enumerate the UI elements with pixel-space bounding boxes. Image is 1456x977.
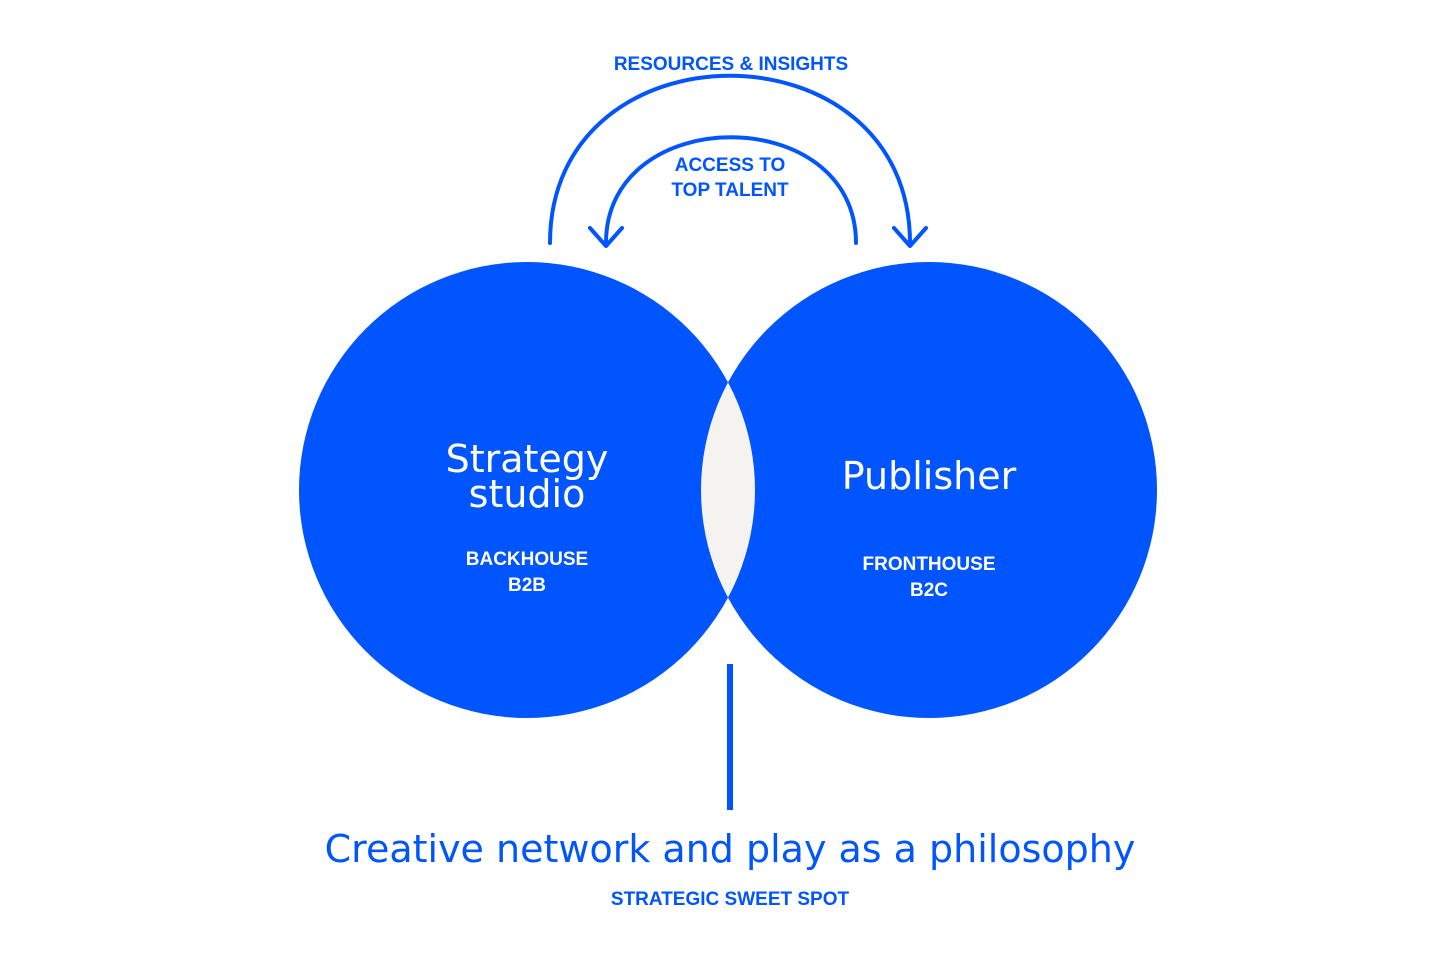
resources-arrowhead-icon bbox=[892, 226, 928, 248]
top-talent-label: TOP TALENT bbox=[671, 180, 789, 201]
strategy-title-line2: studio bbox=[469, 472, 586, 516]
strategy-studio-circle bbox=[299, 262, 755, 718]
fronthouse-label: FRONTHOUSE bbox=[863, 554, 996, 575]
strategy-title-line1: Strategy bbox=[446, 437, 609, 481]
b2b-label: B2B bbox=[508, 575, 546, 596]
talent-arrowhead-icon bbox=[588, 226, 624, 248]
sweet-spot-caption: STRATEGIC SWEET SPOT bbox=[611, 889, 850, 910]
talent-arrow-arc bbox=[604, 135, 858, 245]
resources-insights-label: RESOURCES & INSIGHTS bbox=[614, 54, 848, 75]
access-to-label: ACCESS TO bbox=[675, 155, 786, 176]
backhouse-label: BACKHOUSE bbox=[466, 549, 588, 570]
philosophy-headline: Creative network and play as a philosoph… bbox=[325, 827, 1136, 871]
publisher-circle bbox=[701, 262, 1157, 718]
publisher-title: Publisher bbox=[842, 454, 1017, 498]
resources-arrow-arc bbox=[548, 73, 912, 245]
b2c-label: B2C bbox=[910, 580, 948, 601]
